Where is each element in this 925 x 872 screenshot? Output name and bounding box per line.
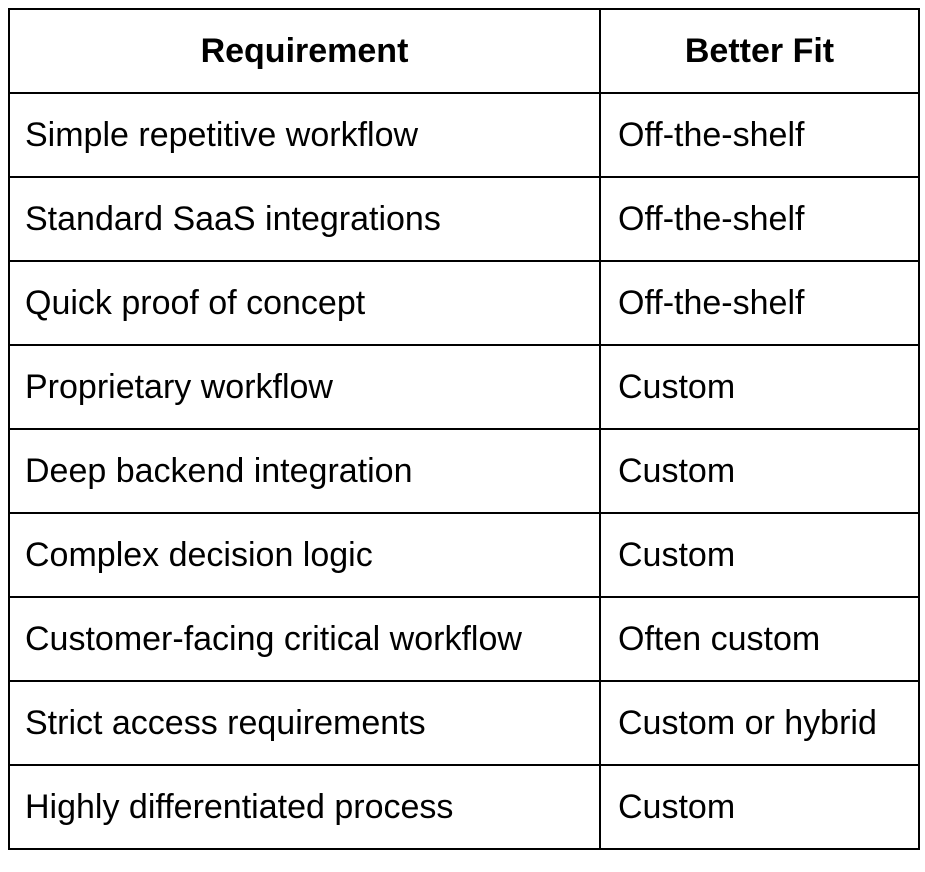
table-row: Deep backend integration Custom [8,428,920,514]
requirement-cell: Highly differentiated process [8,764,601,850]
requirement-cell: Quick proof of concept [8,260,601,346]
table-header-row: Requirement Better Fit [8,8,920,94]
table-row: Highly differentiated process Custom [8,764,920,850]
better-fit-cell: Off-the-shelf [599,92,920,178]
better-fit-cell: Custom [599,344,920,430]
requirement-cell: Complex decision logic [8,512,601,598]
comparison-table-container: Requirement Better Fit Simple repetitive… [8,8,920,850]
table-row: Strict access requirements Custom or hyb… [8,680,920,766]
header-better-fit: Better Fit [599,8,920,94]
better-fit-cell: Custom [599,512,920,598]
requirement-cell: Strict access requirements [8,680,601,766]
requirement-fit-table: Requirement Better Fit Simple repetitive… [8,8,920,850]
table-row: Standard SaaS integrations Off-the-shelf [8,176,920,262]
requirement-cell: Simple repetitive workflow [8,92,601,178]
requirement-cell: Deep backend integration [8,428,601,514]
table-row: Proprietary workflow Custom [8,344,920,430]
requirement-cell: Customer-facing critical workflow [8,596,601,682]
table-row: Customer-facing critical workflow Often … [8,596,920,682]
better-fit-cell: Custom [599,764,920,850]
table-row: Simple repetitive workflow Off-the-shelf [8,92,920,178]
better-fit-cell: Custom [599,428,920,514]
better-fit-cell: Off-the-shelf [599,260,920,346]
table-row: Complex decision logic Custom [8,512,920,598]
table-row: Quick proof of concept Off-the-shelf [8,260,920,346]
better-fit-cell: Custom or hybrid [599,680,920,766]
better-fit-cell: Often custom [599,596,920,682]
better-fit-cell: Off-the-shelf [599,176,920,262]
header-requirement: Requirement [8,8,601,94]
requirement-cell: Standard SaaS integrations [8,176,601,262]
requirement-cell: Proprietary workflow [8,344,601,430]
